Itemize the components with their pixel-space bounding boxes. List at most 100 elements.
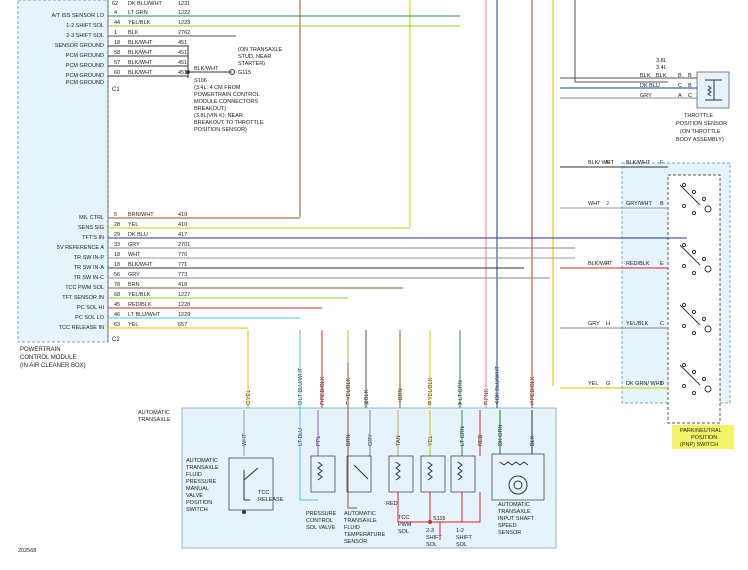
pcm-wire-6: BLK/WHT bbox=[128, 70, 153, 76]
pcm-wire-2: BLK bbox=[128, 30, 139, 36]
pnp-outer-pin-2: F bbox=[606, 261, 610, 267]
ground-stud-3: STARTER) bbox=[238, 61, 265, 67]
component-label-2-1: CONTROL bbox=[306, 518, 333, 524]
pcm-label-14: TR SW IN-C bbox=[73, 275, 104, 281]
pcm-title-3: (IN AIR CLEANER BOX) bbox=[20, 363, 86, 369]
ground-splice: BLK/WHT S106 (3.4L: 4 CM FROM POWERTRAIN… bbox=[186, 45, 283, 133]
pcm-circuit-2: 2762 bbox=[178, 30, 190, 36]
pcm-pin-16: 68 bbox=[114, 292, 120, 298]
pnp-inner-pin-3: C bbox=[660, 321, 664, 327]
component-label-0-1: TRANSAXLE bbox=[186, 465, 219, 471]
pnp-contact-0-3 bbox=[681, 203, 687, 209]
pnp-contact-2-2 bbox=[701, 316, 707, 322]
pcm-wire-10: DK BLU bbox=[128, 232, 148, 238]
pcm-top-circuit: 1231 bbox=[178, 1, 190, 7]
tx-inner-wire-4: GRY bbox=[368, 434, 374, 446]
pcm-wire-3: BLK/WHT bbox=[128, 40, 153, 46]
tx-top-wire-5: BRN bbox=[398, 388, 404, 400]
tps-title-1: THROTTLE bbox=[684, 113, 713, 119]
pnp-inner-wire-2: RED/BLK bbox=[626, 261, 650, 267]
component-label-7-0: AUTOMATIC bbox=[498, 502, 530, 508]
pcm-pin-3: 18 bbox=[114, 40, 120, 46]
throttle-position-sensor: 3.8L 3.4L BLK THROTTLE POSITION SENSOR (… bbox=[560, 58, 730, 143]
pcm-circuit-15: 418 bbox=[178, 282, 187, 288]
pnp-outer-pin-4: G bbox=[606, 381, 610, 387]
pcm-circuit-14: 773 bbox=[178, 272, 187, 278]
pnp-inner-wire-1: GRY/WHT bbox=[626, 201, 653, 207]
component-label-6-2: SOL bbox=[456, 542, 467, 548]
pnp-marker-3 bbox=[704, 385, 712, 393]
pcm-label-9: SENS SIG bbox=[78, 225, 104, 231]
component-label-5-0: 2-3 bbox=[426, 528, 434, 534]
component-label-3-2: FLUID bbox=[344, 525, 360, 531]
pcm-label-19: TCC RELEASE IN bbox=[59, 325, 104, 331]
pnp-contact-1-3 bbox=[681, 263, 687, 269]
pcm-label-1: 1-2 SHIFT SOL bbox=[66, 23, 104, 29]
component-label-4-2: SOL bbox=[398, 529, 409, 535]
pcm-label-10: TFT'S IN bbox=[82, 235, 104, 241]
tx-top-wire-0: YEL bbox=[246, 390, 252, 400]
pcm-wire-4: BLK/WHT bbox=[128, 50, 153, 56]
tx-top-wire-2: RED/BLK bbox=[320, 376, 326, 400]
component-label-0-7: SWITCH bbox=[186, 507, 208, 513]
pcm-circuit-6: 451 bbox=[178, 70, 187, 76]
pnp-title-3: (PNP) SWITCH bbox=[680, 442, 718, 448]
tx-inner-wire-7: LT GRN bbox=[460, 426, 466, 446]
pnp-contact-2-1 bbox=[691, 309, 697, 315]
pnp-outer-wire-4: YEL bbox=[588, 381, 598, 387]
pnp-contact-1-0 bbox=[681, 242, 687, 248]
pcm-wire-13: BLK/WHT bbox=[128, 262, 153, 268]
component-label-6-0: 1-2 bbox=[456, 528, 464, 534]
pcm-label-13: TR SW IN-A bbox=[74, 265, 105, 271]
red-label: RED bbox=[386, 501, 398, 507]
pcm-label-2: 2-3 SHIFT SOL bbox=[66, 33, 104, 39]
pcm-wires bbox=[108, 15, 687, 329]
component-label-7-1: TRANSAXLE bbox=[498, 509, 531, 515]
pcm-wire-8: BRN/WHT bbox=[128, 212, 154, 218]
component-label-0-3: PRESSURE bbox=[186, 479, 217, 485]
tx-inner-wire-6: YEL bbox=[428, 436, 434, 446]
pnp-contact-3-4 bbox=[691, 390, 697, 396]
pnp-outer-wire-0: BLK/ WHT bbox=[588, 160, 615, 166]
pcm-circuit-9: 410 bbox=[178, 222, 187, 228]
pnp-inner-pin-4: D bbox=[660, 381, 664, 387]
tx-top-wire-4: BLK bbox=[364, 389, 370, 400]
pnp-inner-pin-0: F bbox=[660, 160, 664, 166]
splice-s115: S115 bbox=[433, 516, 445, 522]
pcm-label-16: TFT SENSOR IN bbox=[62, 295, 104, 301]
pcm-circuit-19: 657 bbox=[178, 322, 187, 328]
pcm-label-0: A/T ISS SENSOR LO bbox=[52, 13, 105, 19]
pcm-wire-19: YEL bbox=[128, 322, 138, 328]
tx-inner-wire-5: TAN bbox=[396, 435, 402, 446]
pcm-pin-18: 46 bbox=[114, 312, 120, 318]
pnp-outer-pin-3: H bbox=[606, 321, 610, 327]
tps-row-pin-left-1: C bbox=[678, 83, 682, 89]
tps-row-pin-left-2: A bbox=[678, 93, 682, 99]
tx-inner-wire-9: DK GRN bbox=[498, 425, 504, 446]
pnp-inner-wire-3: YEL/BLK bbox=[626, 321, 649, 327]
ground-note-4: BREAKOUT) bbox=[194, 106, 226, 112]
pcm-pin-5: 57 bbox=[114, 60, 120, 66]
pcm-pin-14: 56 bbox=[114, 272, 120, 278]
pcm-circuit-13: 771 bbox=[178, 262, 187, 268]
pcm-circuit-1: 1223 bbox=[178, 20, 190, 26]
tps-row-pin-right-2: C bbox=[688, 93, 692, 99]
component-label-0-0: AUTOMATIC bbox=[186, 458, 218, 464]
pcm-wire-1: YEL/BLK bbox=[128, 20, 151, 26]
pcm-wire-5: BLK/WHT bbox=[128, 60, 153, 66]
pcm-circuit-17: 1228 bbox=[178, 302, 190, 308]
component-label-1-0: TCC bbox=[258, 490, 269, 496]
pcm-pin-11: 33 bbox=[114, 242, 120, 248]
pcm-pin-9: 28 bbox=[114, 222, 120, 228]
pcm-wire-18: LT BLU/WHT bbox=[128, 312, 161, 318]
pnp-contact-1-1 bbox=[691, 249, 697, 255]
ground-note-1: (3.4L: 4 CM FROM bbox=[194, 85, 241, 91]
pnp-outer-wire-2: BLK/WHT bbox=[588, 261, 613, 267]
pcm-wire-0: LT GRN bbox=[128, 10, 148, 16]
pnp-inner-pin-1: B bbox=[660, 201, 664, 207]
pcm-label-11: 5V REFERENCE A bbox=[57, 245, 104, 251]
tps-title-3: (ON THROTTLE bbox=[680, 129, 721, 135]
pnp-contact-0-1 bbox=[691, 189, 697, 195]
pnp-title-2: POSITION bbox=[691, 435, 717, 441]
